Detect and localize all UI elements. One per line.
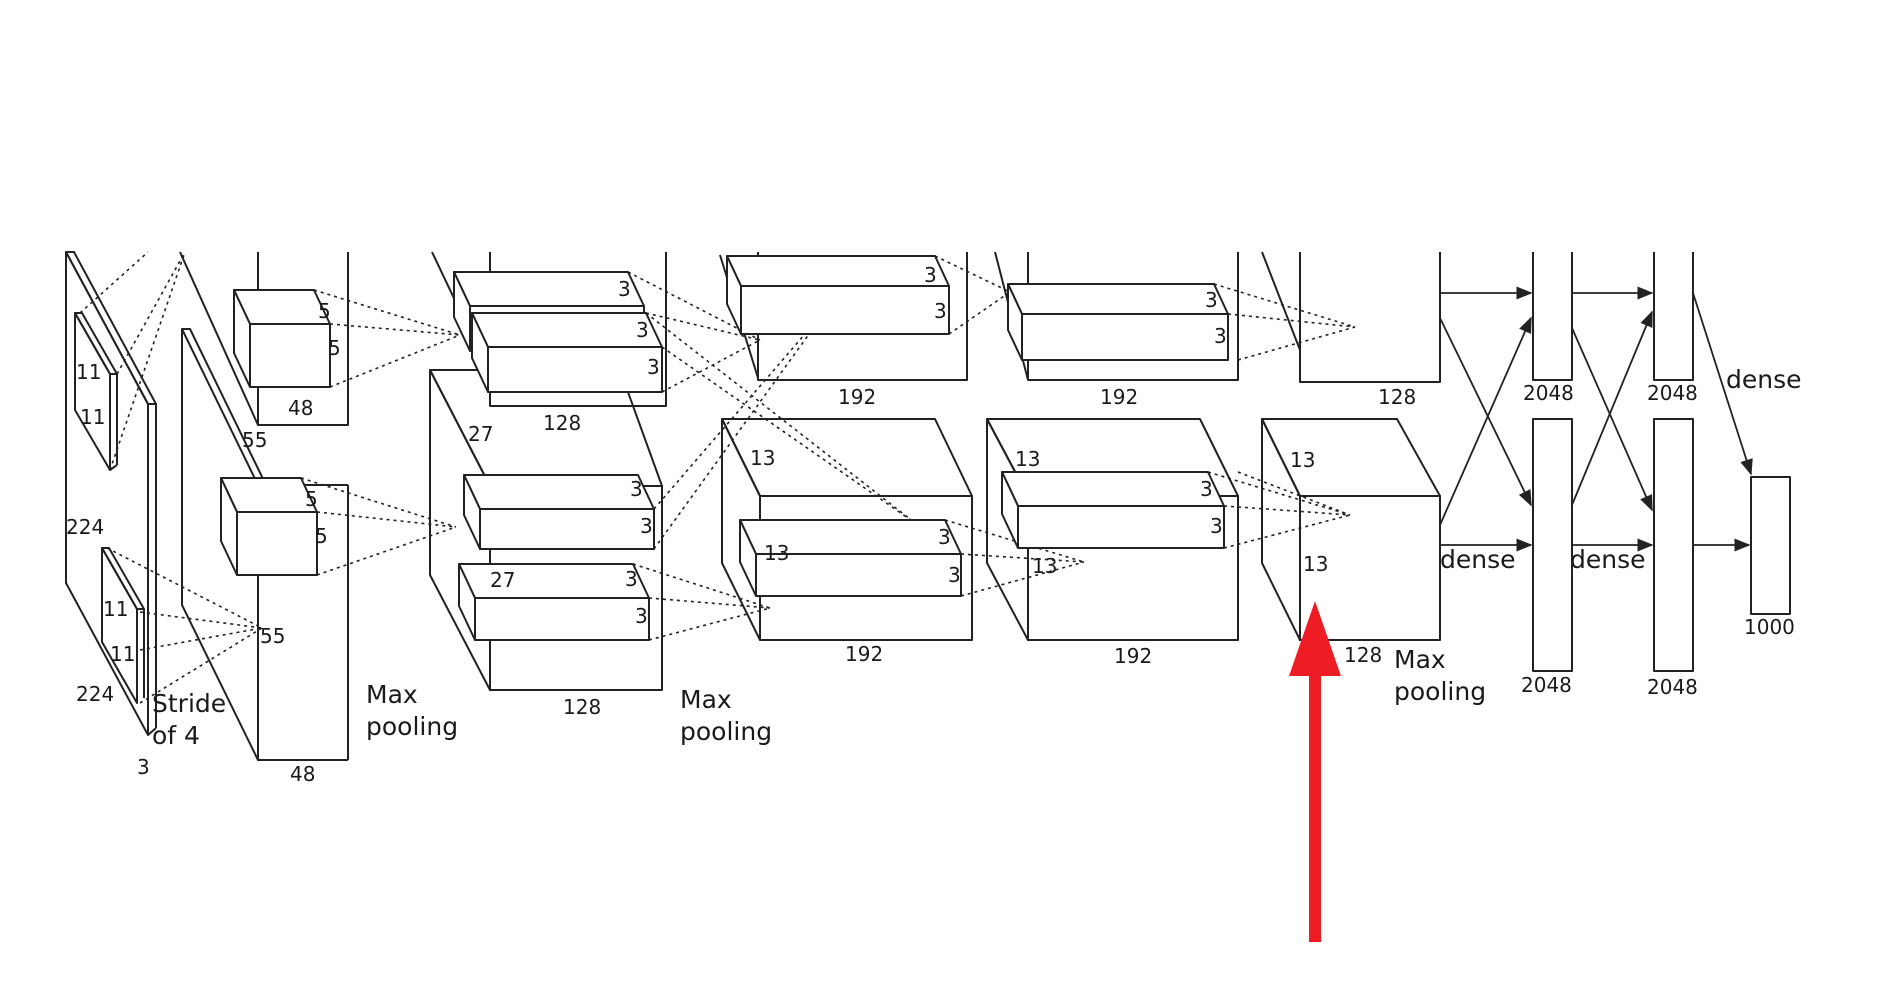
output-size-label: 1000 [1744,615,1795,639]
max-pooling-label: pooling [1394,677,1486,706]
kernel-size-label: 3 [635,604,648,628]
input-width-label: 224 [76,682,114,706]
conv3-layer: 3 3 192 13 13 3 3 192 [719,252,1085,666]
red-annotation-arrow [1289,601,1341,942]
feature-size-label: 13 [1015,447,1040,471]
feature-size-label: 13 [1032,554,1057,578]
conv5-layer: 128 13 13 128 Max pooling [1261,251,1486,706]
kernel-size-label: 3 [948,563,961,587]
input-depth-label: 3 [137,755,150,779]
kernel-size-label: 11 [76,360,101,384]
max-pooling-label: Max [1394,645,1446,674]
max-pooling-label: Max [366,680,418,709]
max-pooling-label: pooling [680,717,772,746]
kernel-size-label: 3 [625,567,638,591]
kernel-size-label: 3 [636,318,649,342]
kernel-size-label: 3 [618,277,631,301]
depth-label: 48 [290,762,315,786]
feature-size-label: 55 [242,428,267,452]
depth-label: 192 [845,642,883,666]
feature-size-label: 27 [490,568,515,592]
feature-size-label: 27 [468,422,493,446]
stride-label: of 4 [152,721,200,750]
feature-size-label: 13 [750,446,775,470]
stride-label: Stride [152,689,226,718]
kernel-size-label: 5 [315,524,328,548]
fc-size-label: 2048 [1521,673,1572,697]
dense-label: dense [1440,545,1516,574]
depth-label: 192 [1100,385,1138,409]
kernel-size-label: 3 [938,525,951,549]
kernel-size-label: 3 [924,263,937,287]
depth-label: 128 [1344,643,1382,667]
depth-label: 192 [1114,644,1152,668]
kernel-size-label: 5 [305,487,318,511]
kernel-size-label: 3 [1214,324,1227,348]
feature-size-label: 55 [260,624,285,648]
feature-size-label: 13 [1303,552,1328,576]
conv4-layer: 3 3 192 13 3 3 13 192 [986,251,1356,668]
kernel-size-label: 3 [640,514,653,538]
max-pooling-label: pooling [366,712,458,741]
kernel-size-label: 11 [103,597,128,621]
depth-label: 128 [1378,385,1416,409]
kernel-size-label: 5 [318,299,331,323]
fc-size-label: 2048 [1647,381,1698,405]
feature-size-label: 13 [1290,448,1315,472]
input-layer: 224 224 3 11 11 11 11 Stride of 4 [65,251,263,779]
kernel-size-label: 3 [647,355,660,379]
kernel-size-label: 3 [934,299,947,323]
kernel-size-label: 11 [110,642,135,666]
input-height-label: 224 [66,515,104,539]
dense-label: dense [1726,365,1802,394]
fc-size-label: 2048 [1647,675,1698,699]
kernel-size-label: 3 [1210,514,1223,538]
max-pooling-label: Max [680,685,732,714]
depth-label: 48 [288,396,313,420]
fc-size-label: 2048 [1523,381,1574,405]
kernel-size-label: 5 [328,336,341,360]
feature-size-label: 13 [764,541,789,565]
kernel-size-label: 3 [1205,288,1218,312]
dense-label: dense [1570,545,1646,574]
depth-label: 128 [543,411,581,435]
kernel-size-label: 3 [1200,477,1213,501]
kernel-size-label: 3 [630,477,643,501]
fully-connected-layers: 2048 2048 2048 2048 1000 dense dense den… [1439,252,1802,699]
kernel-size-label: 11 [80,405,105,429]
depth-label: 128 [563,695,601,719]
depth-label: 192 [838,385,876,409]
conv1-layer: 5 5 48 5 5 48 55 55 Max pooling [179,251,461,786]
conv2-layer: 3 3 3 128 27 3 3 3 3 27 128 Max pooling [429,251,916,746]
